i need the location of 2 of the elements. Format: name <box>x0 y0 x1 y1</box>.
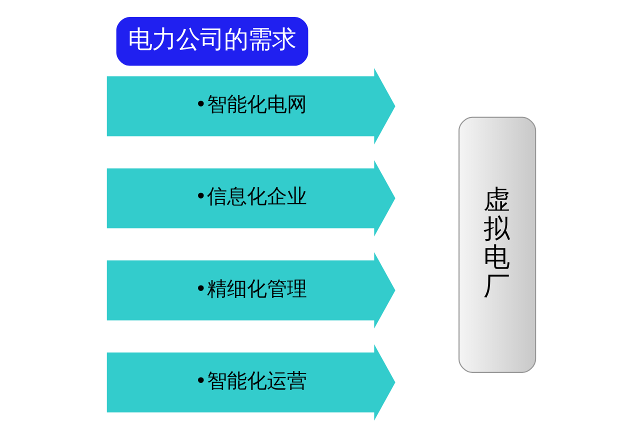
node-box: 虚拟电厂 <box>458 116 536 373</box>
diagram-title: 电力公司的需求 <box>128 24 296 54</box>
